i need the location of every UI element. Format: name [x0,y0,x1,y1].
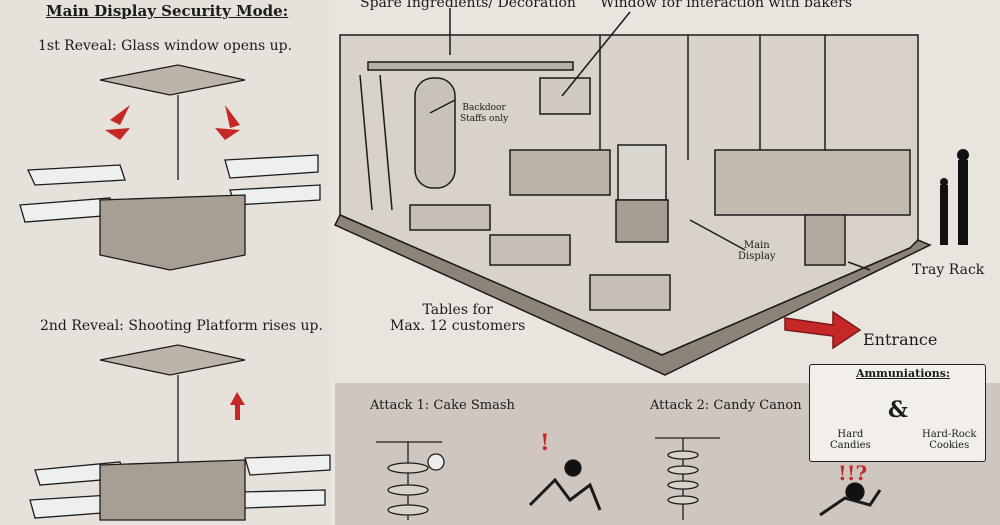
attack-1-label: Attack 1: Cake Smash [370,398,515,413]
candies-line1: Hard [837,429,864,440]
spare-ingredients-label: Spare Ingredients/ Decoration [360,0,576,11]
main-display-line1: Main [743,240,770,251]
tray-rack-label: Tray Rack [912,262,985,278]
tables-line2: Max. 12 customers [390,318,526,334]
backdoor-label: Backdoor Staffs only [460,103,508,125]
second-reveal-label: 2nd Reveal: Shooting Platform rises up. [40,318,323,334]
cookies-label: Hard-Rock Cookies [922,429,976,451]
entrance-label: Entrance [863,330,938,349]
tables-line1: Tables for [422,302,493,318]
ammo-ampersand: & [888,397,908,423]
cookies-line1: Hard-Rock [922,429,977,440]
bakery-room [333,8,932,376]
attack-2-scene: !!? [655,437,882,520]
attack-2-label: Attack 2: Candy Canon [650,398,802,413]
cookies-line2: Cookies [929,440,970,451]
display-case-2 [29,344,331,521]
backdoor-line2: Staffs only [460,114,509,124]
svg-text:!!?: !!? [838,461,867,485]
tables-label: Tables for Max. 12 customers [390,302,525,334]
scale-figures [940,149,969,245]
attack-1-scene: ! [376,430,602,520]
ammo-title: Ammuniations: [856,367,950,380]
security-mode-title: Main Display Security Mode: [46,2,289,20]
svg-text:!: ! [540,430,550,456]
main-display-label: Main Display [738,240,776,262]
candies-label: Hard Candies [830,429,871,451]
ammunition-box: Ammuniations: & Hard Candies Hard-Rock C… [809,364,986,462]
window-label: Window for interaction with bakers [600,0,853,11]
display-case-1 [19,64,321,271]
main-display-line2: Display [738,251,776,262]
backdoor-line1: Backdoor [462,103,506,113]
candies-line2: Candies [830,440,871,451]
first-reveal-label: 1st Reveal: Glass window opens up. [38,38,293,54]
